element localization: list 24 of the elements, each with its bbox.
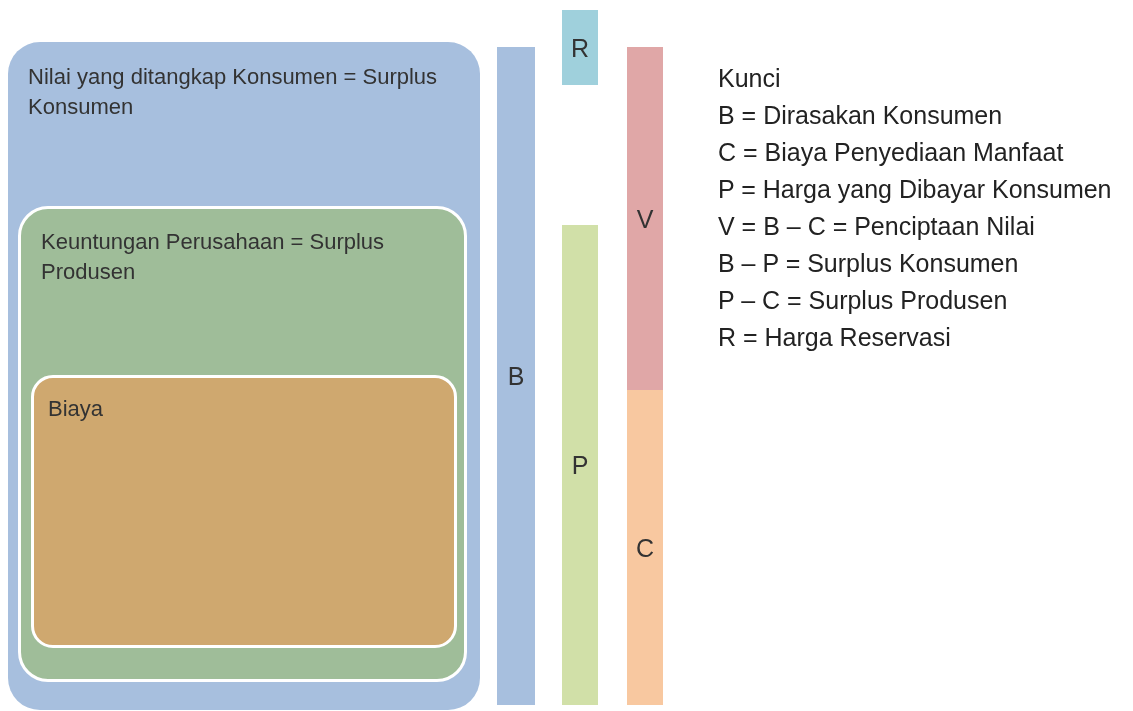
- bar-letter: R: [570, 32, 590, 63]
- bar: [627, 390, 663, 705]
- bar-letter: B: [507, 361, 525, 391]
- bar: [562, 225, 598, 705]
- box-title: Biaya: [48, 395, 105, 423]
- bar-letter: V: [636, 203, 654, 234]
- value-box: [8, 42, 480, 710]
- key-text: C = Biaya Penyediaan Manfaat: [718, 137, 1065, 168]
- profit-box: [18, 206, 467, 682]
- cost-box: [31, 375, 457, 648]
- bar: [497, 47, 535, 705]
- key-text: R = Harga Reservasi: [718, 322, 952, 353]
- box-title: Nilai yang ditangkap Konsumen = Surplus Konsumen: [28, 63, 439, 121]
- key-text: P – C = Surplus Produsen: [718, 285, 1009, 316]
- bar: [562, 10, 598, 85]
- key-text: B – P = Surplus Konsumen: [718, 248, 1020, 279]
- box-title: Keuntungan Perusahaan = Surplus Produsen: [41, 228, 386, 286]
- bar-letter: P: [571, 450, 589, 480]
- bar: [627, 47, 663, 390]
- key-heading: Kunci: [718, 63, 782, 94]
- key-text: V = B – C = Penciptaan Nilai: [718, 211, 1036, 242]
- key-text: B = Dirasakan Konsumen: [718, 100, 1004, 131]
- key-text: P = Harga yang Dibayar Konsumen: [718, 174, 1113, 205]
- bar-letter: C: [635, 532, 655, 563]
